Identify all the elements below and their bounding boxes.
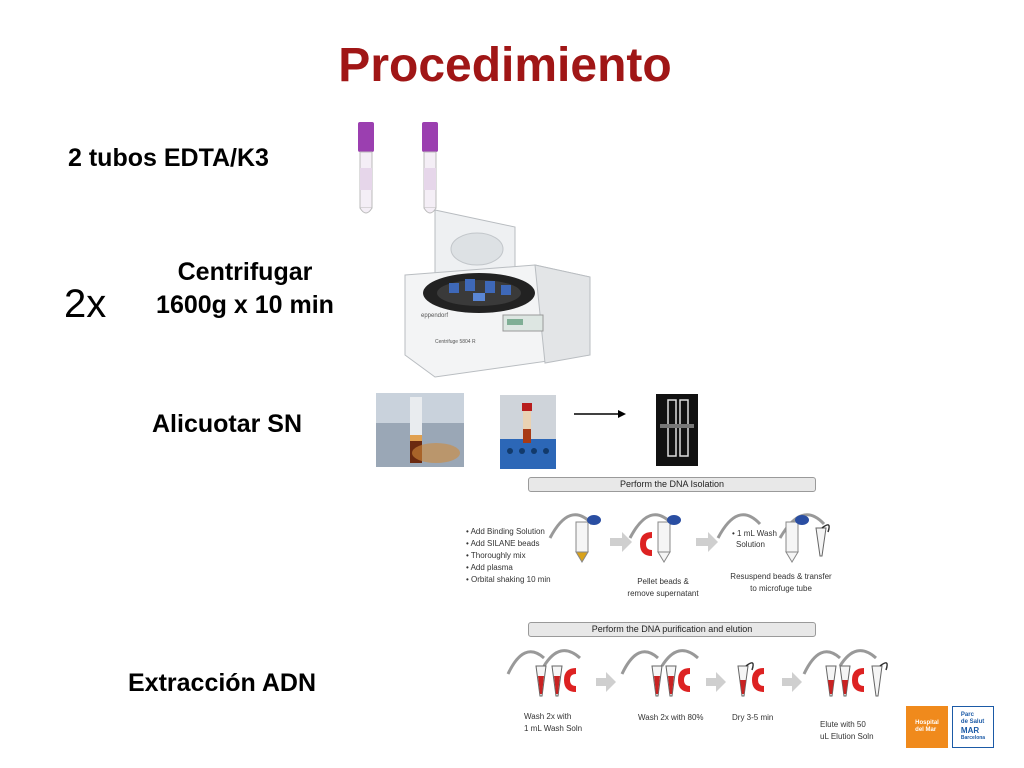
aliquot-label: Alicuotar SN	[152, 410, 303, 438]
elute-tubes-icon	[825, 662, 888, 697]
dry-tube-icon	[737, 662, 764, 697]
step-arrow-icon	[706, 672, 726, 692]
edta-tube	[422, 122, 438, 214]
resuspend-tube-icon	[785, 515, 830, 563]
centrifuge-image: eppendorf Centrifuge 5804 R	[404, 209, 591, 378]
pellet-caption: Pellet beads & remove supernatant	[627, 577, 699, 598]
tubes-label: 2 tubos EDTA/K3	[68, 144, 269, 172]
purification-diagram	[506, 649, 888, 697]
isolation-bullet: • Add SILANE beads	[466, 539, 540, 548]
wash-magnet-icon	[535, 665, 576, 697]
isolation-bullet-list: • Add Binding Solution • Add SILANE bead…	[466, 526, 551, 586]
isolation-diagram	[548, 513, 830, 563]
resuspend-caption: Resuspend beads & transfer to microfuge …	[730, 572, 832, 593]
isolation-bullet: • Add plasma	[466, 563, 513, 572]
step-arrow-icon	[610, 532, 632, 552]
aliquot-tubes-photo	[656, 394, 698, 466]
wash-note: • 1 mL Wash Solution	[732, 529, 777, 549]
repeat-label: 2x	[64, 282, 107, 326]
purification-header: Perform the DNA purification and elution	[528, 622, 816, 637]
wash1-caption: Wash 2x with 1 mL Wash Soln	[524, 712, 583, 733]
centrifuge-model-text: Centrifuge 5804 R	[435, 339, 476, 345]
tube-rack-photo	[500, 395, 556, 469]
isolation-bullet: • Orbital shaking 10 min	[466, 575, 551, 584]
parc-salut-mar-logo: Parc de Salut MAR Barcelona	[952, 706, 994, 748]
isolation-bullet: • Thoroughly mix	[466, 551, 526, 560]
hospital-del-mar-logo: Hospital del Mar	[906, 706, 948, 748]
step-arrow-icon	[596, 672, 616, 692]
tube-with-beads-icon	[575, 515, 601, 563]
centrifuge-label-line2: 1600g x 10 min	[156, 291, 334, 319]
isolation-bullet: • Add Binding Solution	[466, 527, 545, 536]
wash-magnet-icon	[651, 665, 690, 697]
edta-tubes-image	[358, 122, 438, 214]
step-arrow-icon	[782, 672, 802, 692]
centrifuge-brand-text: eppendorf	[421, 313, 448, 319]
step-arrow-icon	[696, 532, 718, 552]
isolation-header: Perform the DNA Isolation	[528, 477, 816, 492]
dry-caption: Dry 3-5 min	[732, 713, 774, 722]
elute-caption: Elute with 50 uL Elution Soln	[820, 720, 874, 741]
extraction-label: Extracción ADN	[128, 669, 317, 697]
edta-tube	[358, 122, 374, 214]
magnet-tube-icon	[640, 515, 681, 563]
blood-tube-photo	[376, 393, 464, 467]
arrow-right-icon	[574, 410, 626, 418]
centrifuge-label-line1: Centrifugar	[177, 258, 313, 286]
page-title: Procedimiento	[338, 39, 672, 92]
wash2-caption: Wash 2x with 80%	[638, 713, 704, 722]
